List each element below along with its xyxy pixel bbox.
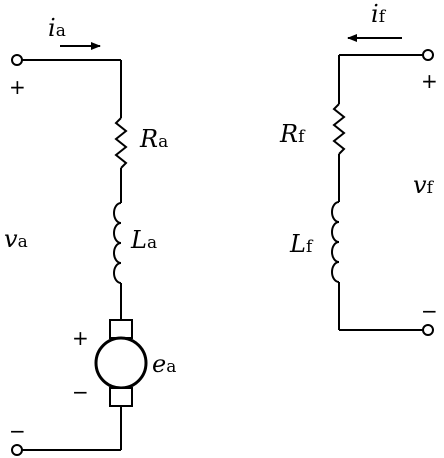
motor-bottom-brush — [109, 387, 133, 407]
armature-plus-sign: + — [9, 75, 26, 99]
emf-plus-sign: + — [72, 326, 89, 350]
field-voltage-label: vf — [413, 171, 435, 199]
armature-circuit — [11, 42, 148, 456]
motor-top-brush — [109, 319, 133, 339]
field-current-label: if — [371, 0, 387, 28]
field-minus-sign: − — [421, 299, 438, 323]
field-bottom-terminal — [422, 324, 434, 336]
armature-current-label: ia — [48, 14, 66, 42]
armature-inductor — [113, 202, 122, 284]
field-top-terminal — [422, 49, 434, 61]
field-inductor — [331, 201, 340, 283]
armature-resistor — [114, 117, 128, 169]
emf-minus-sign: − — [72, 380, 89, 404]
armature-inductor-label: La — [130, 226, 157, 254]
armature-voltage-label: va — [4, 225, 28, 253]
emf-label: ea — [152, 350, 176, 378]
field-plus-sign: + — [421, 69, 438, 93]
motor-armature — [94, 336, 148, 390]
armature-top-terminal — [11, 54, 23, 66]
armature-minus-sign: − — [9, 419, 26, 443]
armature-bottom-terminal — [11, 444, 23, 456]
field-inductor-label: Lf — [289, 230, 314, 258]
field-resistor — [332, 103, 346, 155]
field-resistor-label: Rf — [279, 120, 306, 148]
armature-resistor-label: Ra — [139, 125, 168, 153]
field-circuit — [331, 34, 434, 336]
